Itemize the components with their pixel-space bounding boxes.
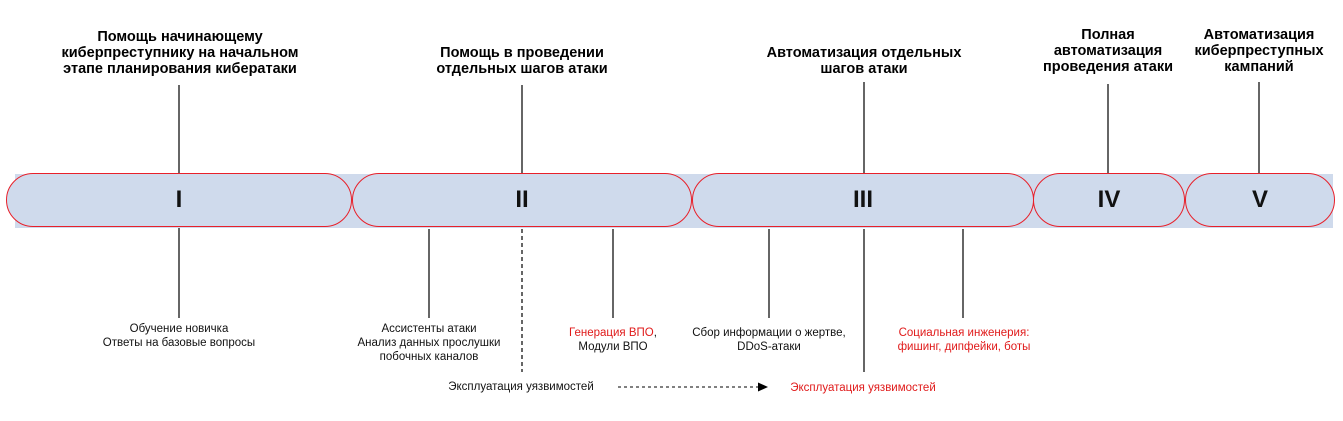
stage-3-left-note: Сбор информации о жертве, DDoS-атаки <box>692 327 846 353</box>
stage-5-title: Автоматизация киберпреступных кампаний <box>1194 27 1324 75</box>
exploitation-to-label: Эксплуатация уязвимостей <box>790 382 936 394</box>
stage-2-right-note: Генерация ВПО, Модули ВПО <box>569 327 657 353</box>
stage-5: V <box>1185 173 1335 227</box>
stage-3-numeral: III <box>852 186 873 213</box>
stage-1-numeral: I <box>175 186 183 213</box>
stage-3-title: Автоматизация отдельных шагов атаки <box>766 45 962 77</box>
malware-generation-label: Генерация ВПО <box>569 327 654 339</box>
stage-2-left-note: Ассистенты атаки Анализ данных прослушки… <box>357 323 501 363</box>
stage-5-numeral: V <box>1251 186 1268 213</box>
stage-4: IV <box>1033 173 1185 227</box>
stage-4-title: Полная автоматизация проведения атаки <box>1042 27 1174 75</box>
stage-2-title: Помощь в проведении отдельных шагов атак… <box>436 45 608 77</box>
stage-3-right-note: Социальная инженерия: фишинг, дипфейки, … <box>897 327 1031 353</box>
stage-1-title: Помощь начинающему киберпреступнику на н… <box>61 29 299 77</box>
stage-1-note: Обучение новичка Ответы на базовые вопро… <box>102 323 256 349</box>
stage-2-numeral: II <box>515 186 529 213</box>
exploitation-arrowhead <box>758 382 768 392</box>
exploitation-from-label: Эксплуатация уязвимостей <box>448 381 594 393</box>
stage-3: III <box>692 173 1034 227</box>
stage-4-numeral: IV <box>1097 186 1121 213</box>
stage-2: II <box>352 173 692 227</box>
stage-1: I <box>6 173 352 227</box>
